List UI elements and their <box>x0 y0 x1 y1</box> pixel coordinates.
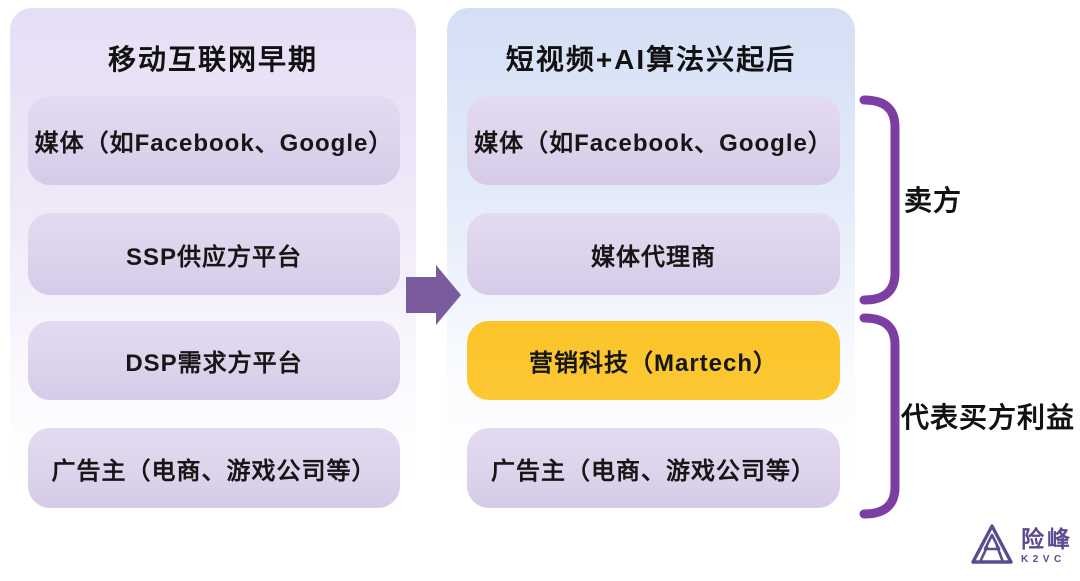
box-dsp: DSP需求方平台 <box>28 321 400 400</box>
box-advertiser-new: 广告主（电商、游戏公司等） <box>467 428 840 508</box>
buyer-group-label: 代表买方利益 <box>901 402 1076 433</box>
logo-subtext: K2VC <box>1021 554 1066 565</box>
panel-title-early: 移动互联网早期 <box>107 44 318 75</box>
seller-group-bracket-icon <box>858 94 906 306</box>
box-martech: 营销科技（Martech） <box>467 321 840 400</box>
panel-title-new: 短视频+AI算法兴起后 <box>505 44 797 75</box>
box-media-agency: 媒体代理商 <box>467 213 840 295</box>
box-media-new: 媒体（如Facebook、Google） <box>467 96 840 185</box>
k2vc-logo: 险峰 K2VC <box>970 522 1073 571</box>
buyer-group-bracket-icon <box>858 312 906 520</box>
mountain-triangle-logo-icon <box>970 522 1014 571</box>
box-advertiser-early: 广告主（电商、游戏公司等） <box>28 428 400 508</box>
transition-arrow-icon <box>406 263 462 327</box>
seller-group-label: 卖方 <box>904 185 963 216</box>
logo-name-text: 险峰 <box>1021 526 1073 552</box>
box-ssp: SSP供应方平台 <box>28 213 400 295</box>
box-media-early: 媒体（如Facebook、Google） <box>28 96 400 185</box>
